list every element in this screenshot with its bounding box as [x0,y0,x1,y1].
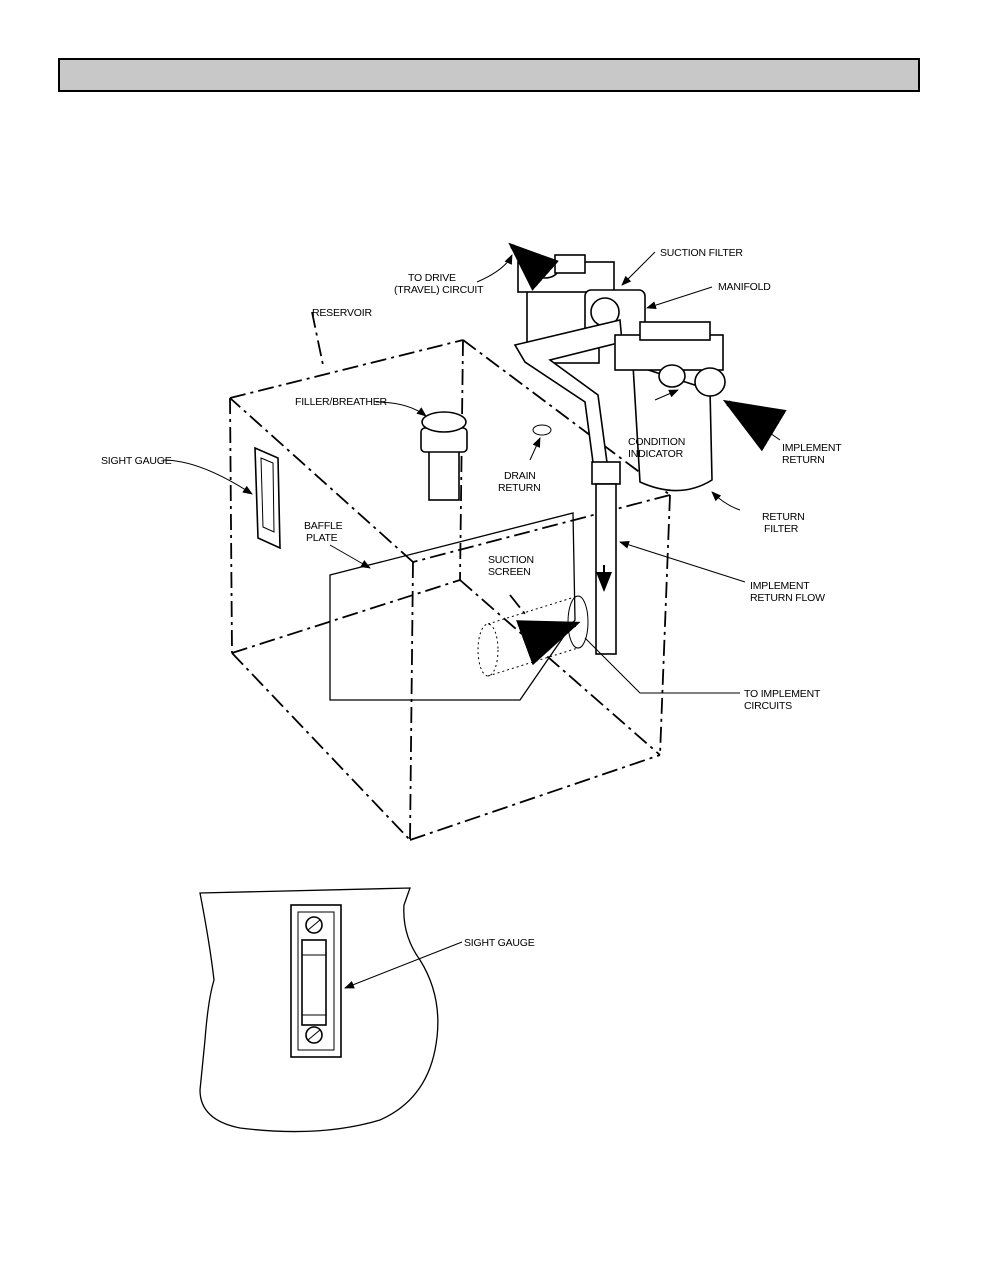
label-condition-indicator-line1: CONDITION [628,436,685,448]
label-filler-breather: FILLER/BREATHER [295,396,388,408]
suction-screen [478,596,588,676]
label-condition-indicator-line2: INDICATOR [628,448,684,460]
label-implement-return-flow-line1: IMPLEMENT [750,580,810,592]
label-detail-sight-gauge: SIGHT GAUGE [464,937,535,949]
label-to-drive-line2: (TRAVEL) CIRCUIT [394,284,484,296]
label-reservoir: RESERVOIR [312,307,372,319]
detail-panel: SIGHT GAUGE [200,888,535,1132]
label-to-implement-circuits-line2: CIRCUITS [744,700,792,712]
filler-breather [421,412,467,500]
label-suction-screen-line2: SCREEN [488,566,531,578]
label-suction-screen-line1: SUCTION [488,554,534,566]
label-baffle-plate-line1: BAFFLE [304,520,343,532]
label-return-filter-line1: RETURN [762,511,805,523]
label-return-filter-line2: FILTER [764,523,799,535]
baffle-plate [330,513,575,700]
label-implement-return-flow-line2: RETURN FLOW [750,592,825,604]
detail-sight-gauge [291,905,341,1057]
label-to-drive-line1: TO DRIVE [408,272,456,284]
sight-gauge [255,448,280,548]
label-drain-return-line2: RETURN [498,482,541,494]
label-implement-return-line2: RETURN [782,454,825,466]
drain-return-hole [533,425,551,435]
label-baffle-plate-line2: PLATE [306,532,338,544]
label-to-implement-circuits-line1: TO IMPLEMENT [744,688,821,700]
label-sight-gauge: SIGHT GAUGE [101,455,172,467]
label-manifold: MANIFOLD [718,281,771,293]
label-drain-return-line1: DRAIN [504,470,536,482]
label-implement-return-line1: IMPLEMENT [782,442,842,454]
condition-indicator-knob [659,365,685,387]
label-suction-filter: SUCTION FILTER [660,247,743,259]
